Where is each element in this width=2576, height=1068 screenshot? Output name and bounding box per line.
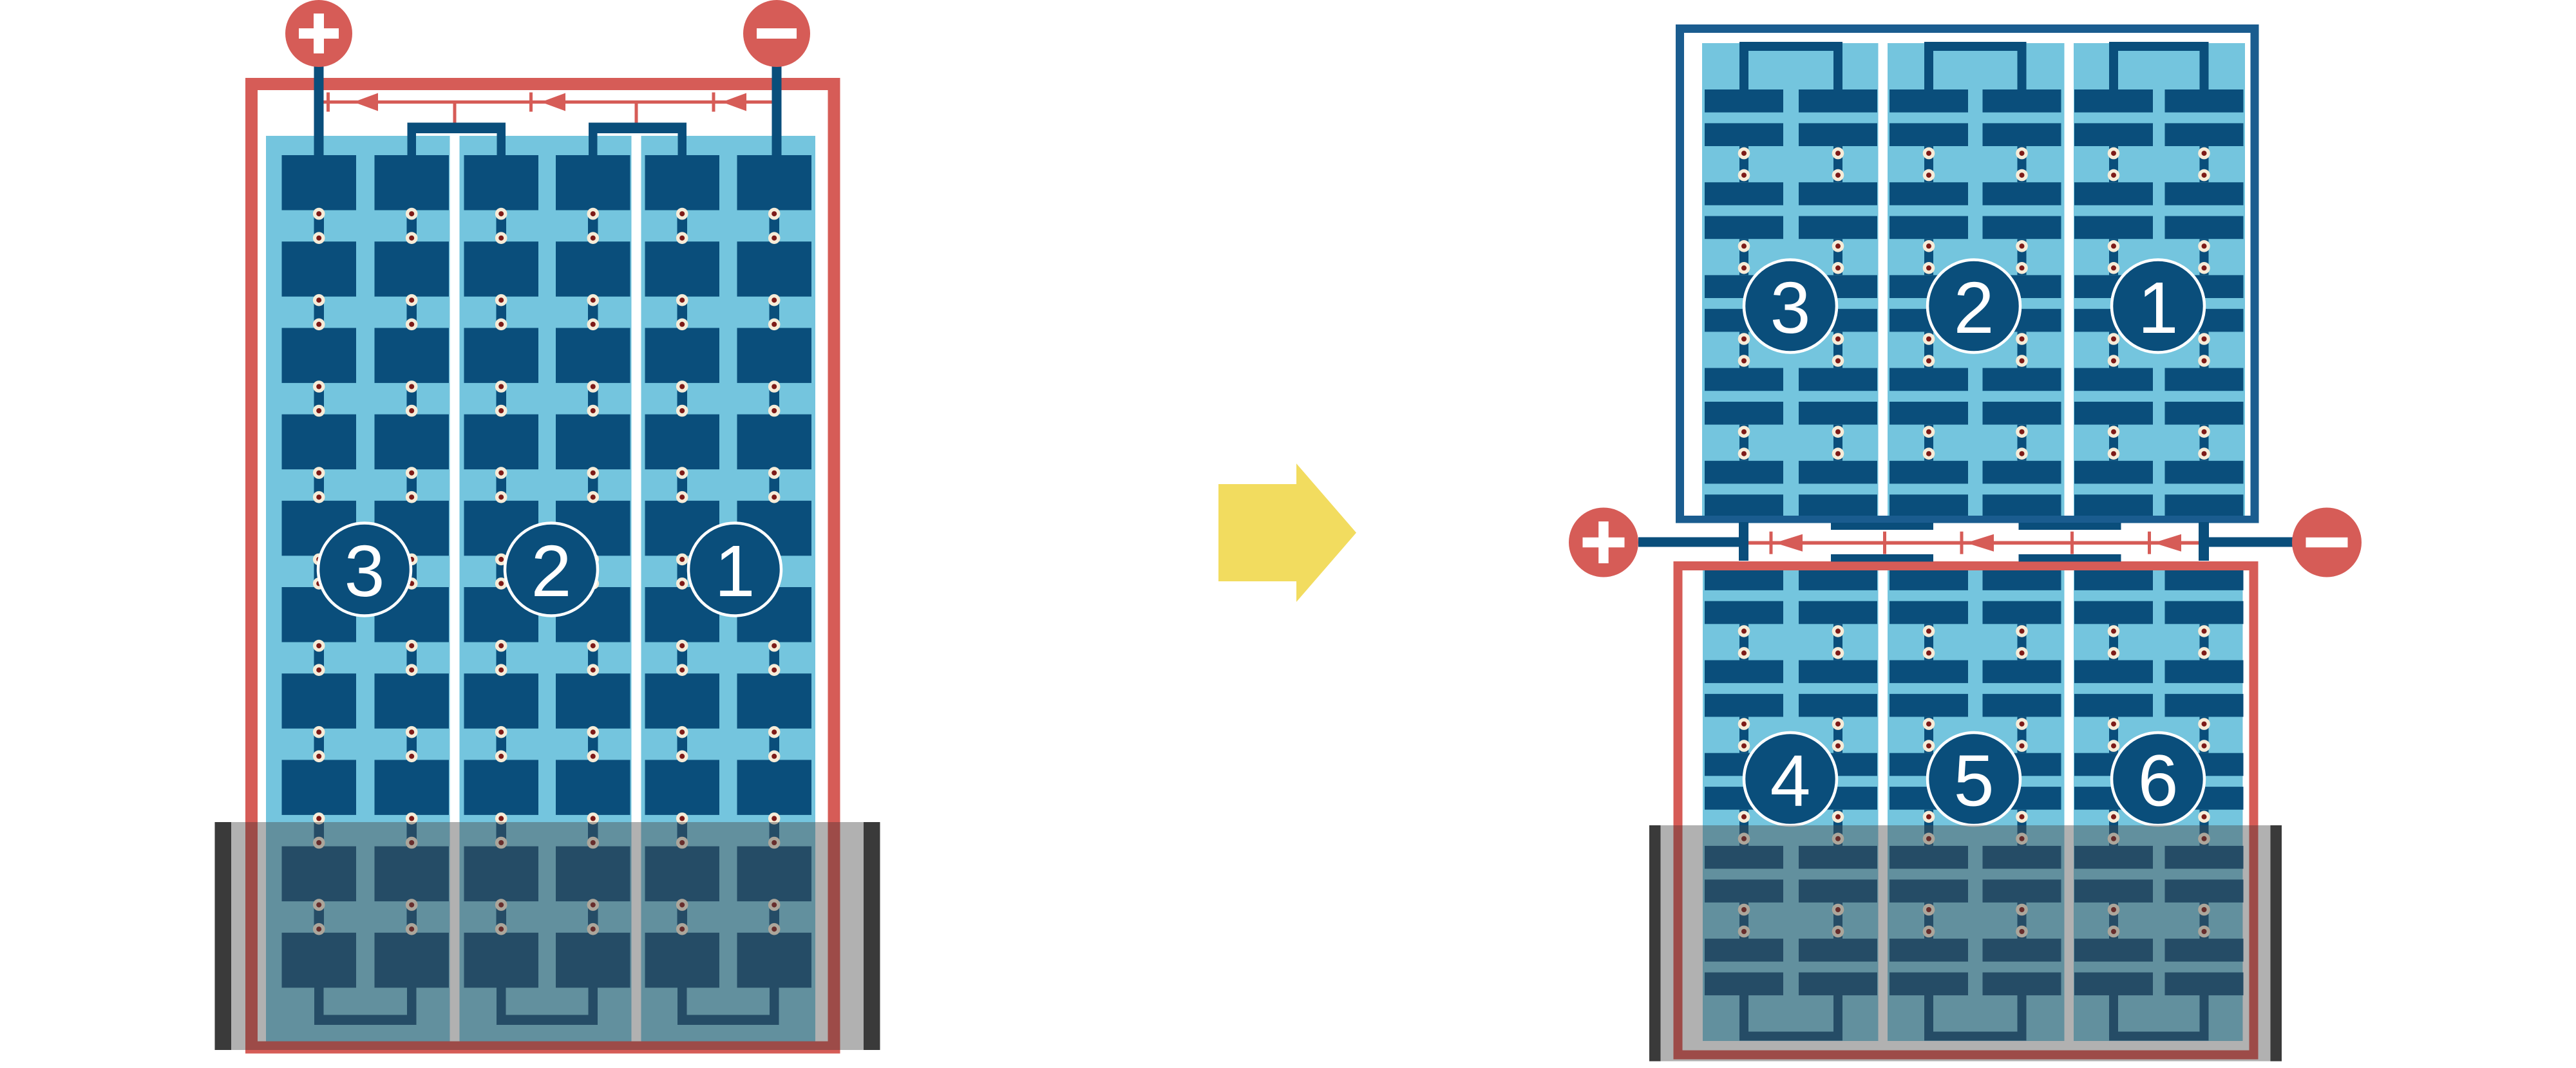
svg-text:2: 2	[531, 530, 572, 612]
svg-text:5: 5	[1954, 740, 1994, 821]
svg-text:1: 1	[2138, 267, 2179, 348]
svg-text:3: 3	[1770, 267, 1811, 348]
svg-text:1: 1	[715, 530, 755, 612]
svg-text:6: 6	[2138, 740, 2179, 821]
svg-text:3: 3	[345, 530, 385, 612]
svg-text:4: 4	[1770, 740, 1811, 821]
svg-text:2: 2	[1954, 267, 1994, 348]
